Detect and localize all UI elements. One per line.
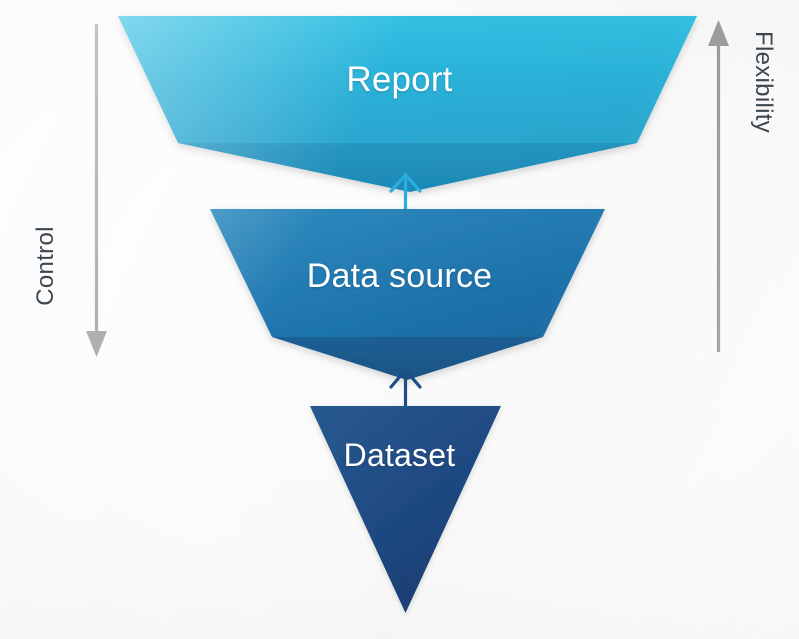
axis-flexibility bbox=[708, 20, 729, 352]
axis-control bbox=[86, 24, 107, 357]
flexibility-axis-arrowhead bbox=[708, 20, 729, 46]
funnel-stage-data-source[interactable] bbox=[210, 209, 605, 380]
funnel-stage-dataset[interactable] bbox=[310, 406, 501, 613]
axis-label-control: Control bbox=[32, 226, 59, 306]
axis-label-flexibility: Flexibility bbox=[750, 31, 777, 133]
report-fold-shape bbox=[178, 143, 637, 192]
dataset-body-shape bbox=[310, 406, 501, 613]
report-body-shape bbox=[118, 16, 697, 143]
data-source-body-shape bbox=[210, 209, 605, 337]
control-axis-arrowhead bbox=[86, 331, 107, 357]
funnel-stage-report[interactable] bbox=[118, 16, 697, 192]
